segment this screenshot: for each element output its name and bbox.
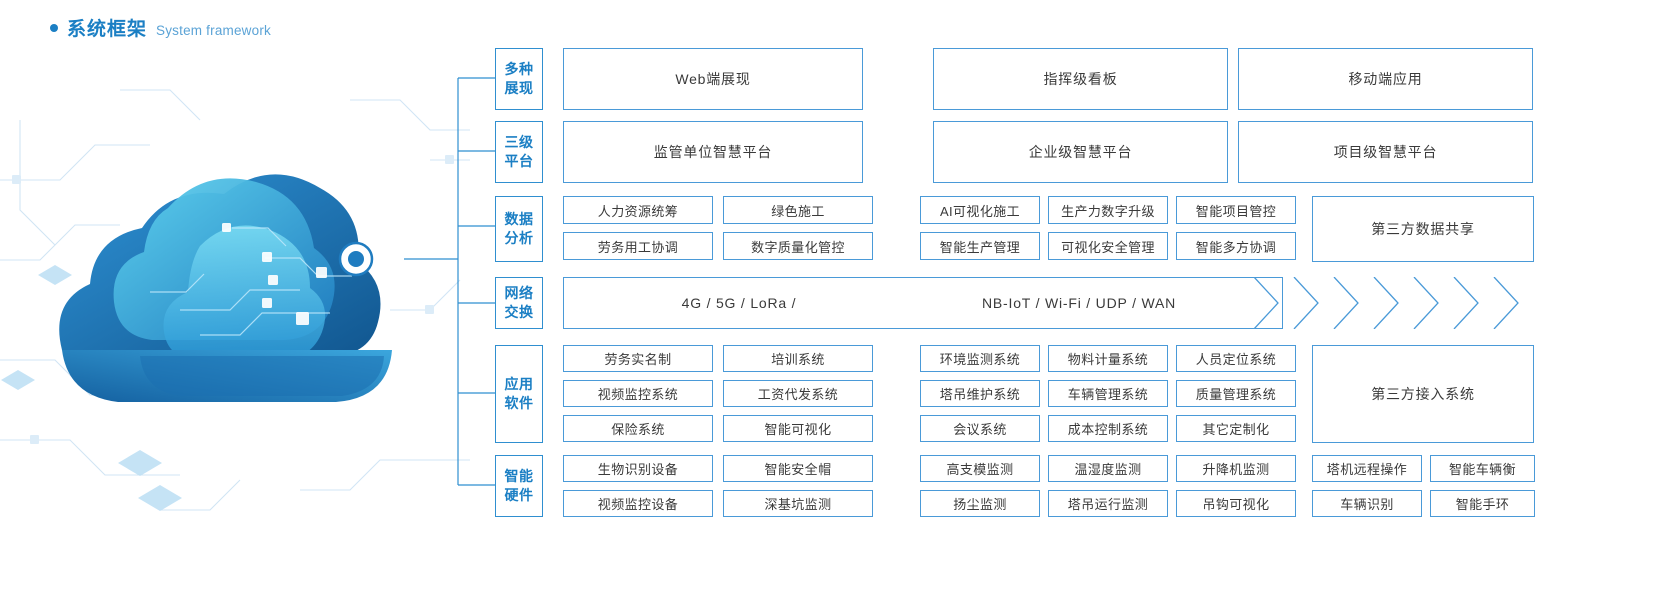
cell-insurance-system[interactable]: 保险系统 <box>563 415 713 442</box>
cell-mobile-app[interactable]: 移动端应用 <box>1238 48 1533 110</box>
cell-green-construction[interactable]: 绿色施工 <box>723 196 873 224</box>
cell-hr-planning[interactable]: 人力资源统筹 <box>563 196 713 224</box>
row-category-data-analysis: 数据 分析 <box>495 196 543 262</box>
row-data-analysis: 数据 分析 人力资源统筹 绿色施工 劳务用工协调 数字质量化管控 AI可视化施工… <box>495 196 1550 262</box>
hardware-left-grid: 生物识别设备 智能安全帽 视频监控设备 深基坑监测 <box>563 455 873 517</box>
cell-conference-system[interactable]: 会议系统 <box>920 415 1040 442</box>
row-smart-hardware: 智能 硬件 生物识别设备 智能安全帽 视频监控设备 深基坑监测 高支模监测 温湿… <box>495 455 1565 517</box>
cell-smart-multiparty-coord[interactable]: 智能多方协调 <box>1176 232 1296 260</box>
hardware-mid-grid: 高支模监测 温湿度监测 升降机监测 扬尘监测 塔吊运行监测 吊钩可视化 <box>920 455 1296 517</box>
cell-vehicle-management[interactable]: 车辆管理系统 <box>1048 380 1168 407</box>
app-mid-grid: 环境监测系统 物料计量系统 人员定位系统 塔吊维护系统 车辆管理系统 质量管理系… <box>920 345 1296 443</box>
cell-payroll-system[interactable]: 工资代发系统 <box>723 380 873 407</box>
cell-crane-maintenance[interactable]: 塔吊维护系统 <box>920 380 1040 407</box>
page-title-block: 系统框架 System framework <box>50 14 271 41</box>
row-category-network: 网络 交换 <box>495 277 543 329</box>
network-protocols-box[interactable]: 4G / 5G / LoRa / NB-IoT / Wi-Fi / UDP / … <box>563 277 1283 329</box>
cell-video-surveillance-system[interactable]: 视频监控系统 <box>563 380 713 407</box>
row-category-platform: 三级 平台 <box>495 121 543 183</box>
cell-third-party-data-sharing[interactable]: 第三方数据共享 <box>1312 196 1534 262</box>
network-node-icon <box>338 241 374 277</box>
cell-hoist-monitoring[interactable]: 升降机监测 <box>1176 455 1296 482</box>
cell-productivity-upgrade[interactable]: 生产力数字升级 <box>1048 196 1168 224</box>
cell-smart-project-control[interactable]: 智能项目管控 <box>1176 196 1296 224</box>
cell-project-platform[interactable]: 项目级智慧平台 <box>1238 121 1533 183</box>
cell-deep-pit-monitoring[interactable]: 深基坑监测 <box>723 490 873 517</box>
row-network: 网络 交换 4G / 5G / LoRa / NB-IoT / Wi-Fi / … <box>495 277 1550 329</box>
cell-web-display[interactable]: Web端展现 <box>563 48 863 110</box>
cell-smart-production-mgmt[interactable]: 智能生产管理 <box>920 232 1040 260</box>
hardware-right-grid: 塔机远程操作 智能车辆衡 车辆识别 智能手环 <box>1312 455 1535 517</box>
cell-visual-safety-mgmt[interactable]: 可视化安全管理 <box>1048 232 1168 260</box>
cloud-circuit-illustration <box>0 60 470 530</box>
bullet-dot-icon <box>50 24 58 32</box>
network-text-cellular: 4G / 5G / LoRa / <box>681 295 797 311</box>
bracket-connector-tree <box>404 45 504 515</box>
row-presentation: 多种 展现 Web端展现 指挥级看板 移动端应用 <box>495 48 1545 110</box>
cell-hook-visualization[interactable]: 吊钩可视化 <box>1176 490 1296 517</box>
cell-environment-monitoring[interactable]: 环境监测系统 <box>920 345 1040 372</box>
row-application-software: 应用 软件 劳务实名制 培训系统 视频监控系统 工资代发系统 保险系统 智能可视… <box>495 345 1550 443</box>
cell-crane-operation-monitoring[interactable]: 塔吊运行监测 <box>1048 490 1168 517</box>
cell-tower-remote-operation[interactable]: 塔机远程操作 <box>1312 455 1422 482</box>
cell-vehicle-recognition[interactable]: 车辆识别 <box>1312 490 1422 517</box>
data-analysis-mid-grid: AI可视化施工 生产力数字升级 智能项目管控 智能生产管理 可视化安全管理 智能… <box>920 196 1296 262</box>
network-flow-arrows <box>1248 277 1548 329</box>
cell-command-dashboard[interactable]: 指挥级看板 <box>933 48 1228 110</box>
cell-third-party-access-system[interactable]: 第三方接入系统 <box>1312 345 1534 443</box>
cell-personnel-positioning[interactable]: 人员定位系统 <box>1176 345 1296 372</box>
cell-video-surveillance-device[interactable]: 视频监控设备 <box>563 490 713 517</box>
cell-temp-humidity-monitoring[interactable]: 温湿度监测 <box>1048 455 1168 482</box>
cell-high-formwork-monitoring[interactable]: 高支模监测 <box>920 455 1040 482</box>
cell-other-customization[interactable]: 其它定制化 <box>1176 415 1296 442</box>
cell-regulator-platform[interactable]: 监管单位智慧平台 <box>563 121 863 183</box>
cell-enterprise-platform[interactable]: 企业级智慧平台 <box>933 121 1228 183</box>
network-text-iot: NB-IoT / Wi-Fi / UDP / WAN <box>982 295 1176 311</box>
cell-smart-visualization[interactable]: 智能可视化 <box>723 415 873 442</box>
cell-digital-quality-control[interactable]: 数字质量化管控 <box>723 232 873 260</box>
cell-labor-coordination[interactable]: 劳务用工协调 <box>563 232 713 260</box>
row-category-application-software: 应用 软件 <box>495 345 543 443</box>
cell-training-system[interactable]: 培训系统 <box>723 345 873 372</box>
cell-smart-helmet[interactable]: 智能安全帽 <box>723 455 873 482</box>
cell-quality-management[interactable]: 质量管理系统 <box>1176 380 1296 407</box>
row-platform: 三级 平台 监管单位智慧平台 企业级智慧平台 项目级智慧平台 <box>495 121 1545 183</box>
page-subtitle: System framework <box>156 23 271 38</box>
cell-dust-monitoring[interactable]: 扬尘监测 <box>920 490 1040 517</box>
app-left-grid: 劳务实名制 培训系统 视频监控系统 工资代发系统 保险系统 智能可视化 <box>563 345 873 443</box>
cell-biometric-device[interactable]: 生物识别设备 <box>563 455 713 482</box>
cell-smart-weighbridge[interactable]: 智能车辆衡 <box>1430 455 1535 482</box>
page-title: 系统框架 <box>67 19 148 40</box>
cell-ai-visual-construction[interactable]: AI可视化施工 <box>920 196 1040 224</box>
cell-smart-wristband[interactable]: 智能手环 <box>1430 490 1535 517</box>
row-category-smart-hardware: 智能 硬件 <box>495 455 543 517</box>
data-analysis-left-grid: 人力资源统筹 绿色施工 劳务用工协调 数字质量化管控 <box>563 196 873 262</box>
row-category-presentation: 多种 展现 <box>495 48 543 110</box>
cell-material-metering[interactable]: 物料计量系统 <box>1048 345 1168 372</box>
cell-cost-control-system[interactable]: 成本控制系统 <box>1048 415 1168 442</box>
cell-labor-realname[interactable]: 劳务实名制 <box>563 345 713 372</box>
